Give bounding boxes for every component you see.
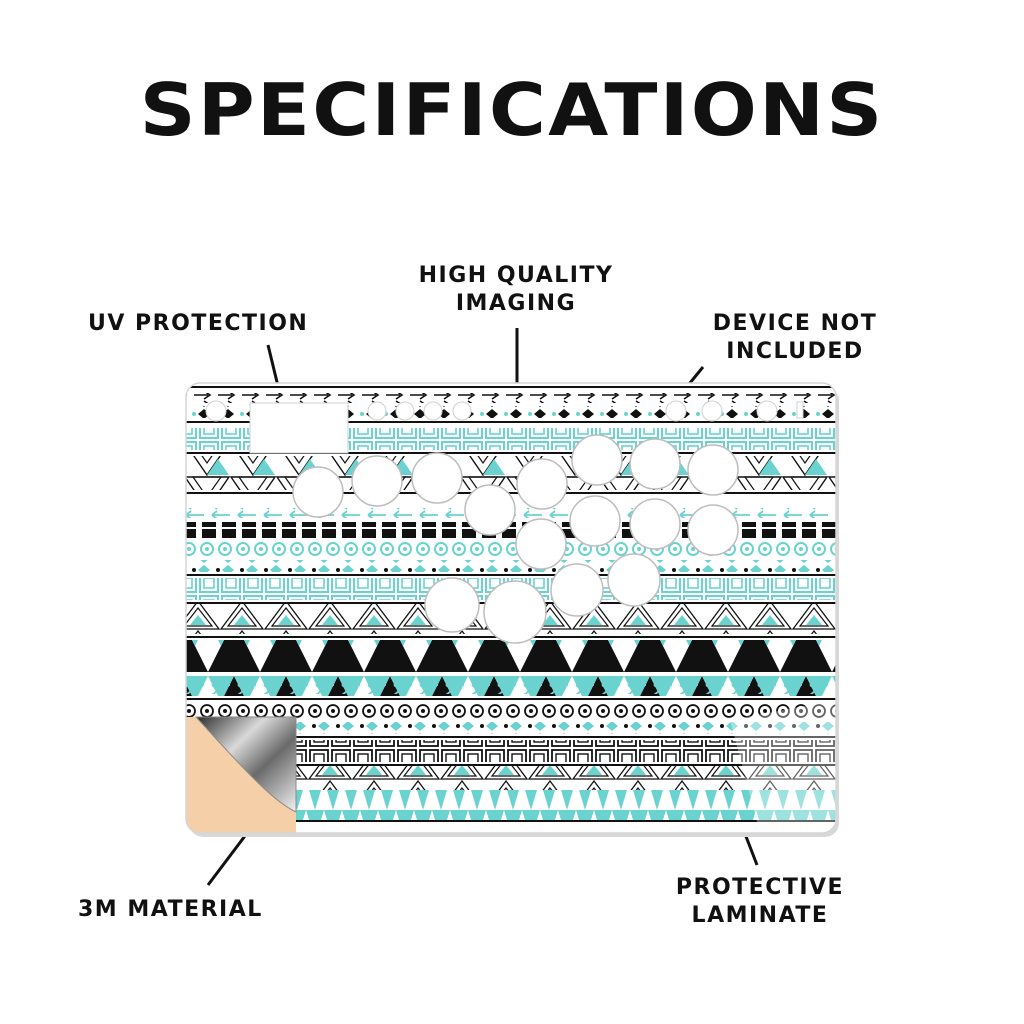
peel-corner (186, 716, 297, 833)
button-hole (483, 580, 547, 644)
material-label: 3M MATERIAL (78, 897, 263, 922)
protective-laminate-label: PROTECTIVE LAMINATE (660, 874, 860, 930)
laminate-sheen (730, 700, 836, 833)
button-hole (351, 455, 403, 507)
button-hole (687, 444, 739, 496)
button-hole (629, 498, 681, 550)
high-quality-imaging-line1: HIGH QUALITY (418, 263, 614, 288)
page-title: SPECIFICATIONS (139, 68, 885, 152)
arrow-pattern-band (186, 393, 836, 403)
button-hole (424, 577, 480, 633)
top-cutouts (205, 400, 804, 454)
device-not-included-line2: INCLUDED (726, 339, 864, 364)
button-hole (550, 563, 604, 617)
button-hole (515, 518, 567, 570)
button-hole (571, 434, 623, 486)
plate-outline (185, 382, 837, 834)
button-holes (292, 434, 739, 644)
button-hole (464, 484, 516, 536)
button-hole (687, 504, 739, 556)
high-quality-imaging-label: HIGH QUALITY IMAGING (400, 262, 632, 318)
button-hole (607, 553, 661, 607)
button-hole (292, 466, 344, 518)
device-not-included-label: DEVICE NOT INCLUDED (700, 310, 890, 366)
skin-plate (186, 383, 836, 833)
button-hole (569, 495, 621, 547)
button-hole (629, 438, 681, 490)
button-hole (516, 458, 568, 510)
uv-protection-label: UV PROTECTION (88, 311, 309, 336)
device-not-included-line1: DEVICE NOT (712, 311, 878, 336)
button-hole (411, 452, 463, 504)
high-quality-imaging-line2: IMAGING (455, 291, 577, 316)
protective-laminate-line2: LAMINATE (691, 903, 829, 928)
protective-laminate-line1: PROTECTIVE (675, 875, 845, 900)
